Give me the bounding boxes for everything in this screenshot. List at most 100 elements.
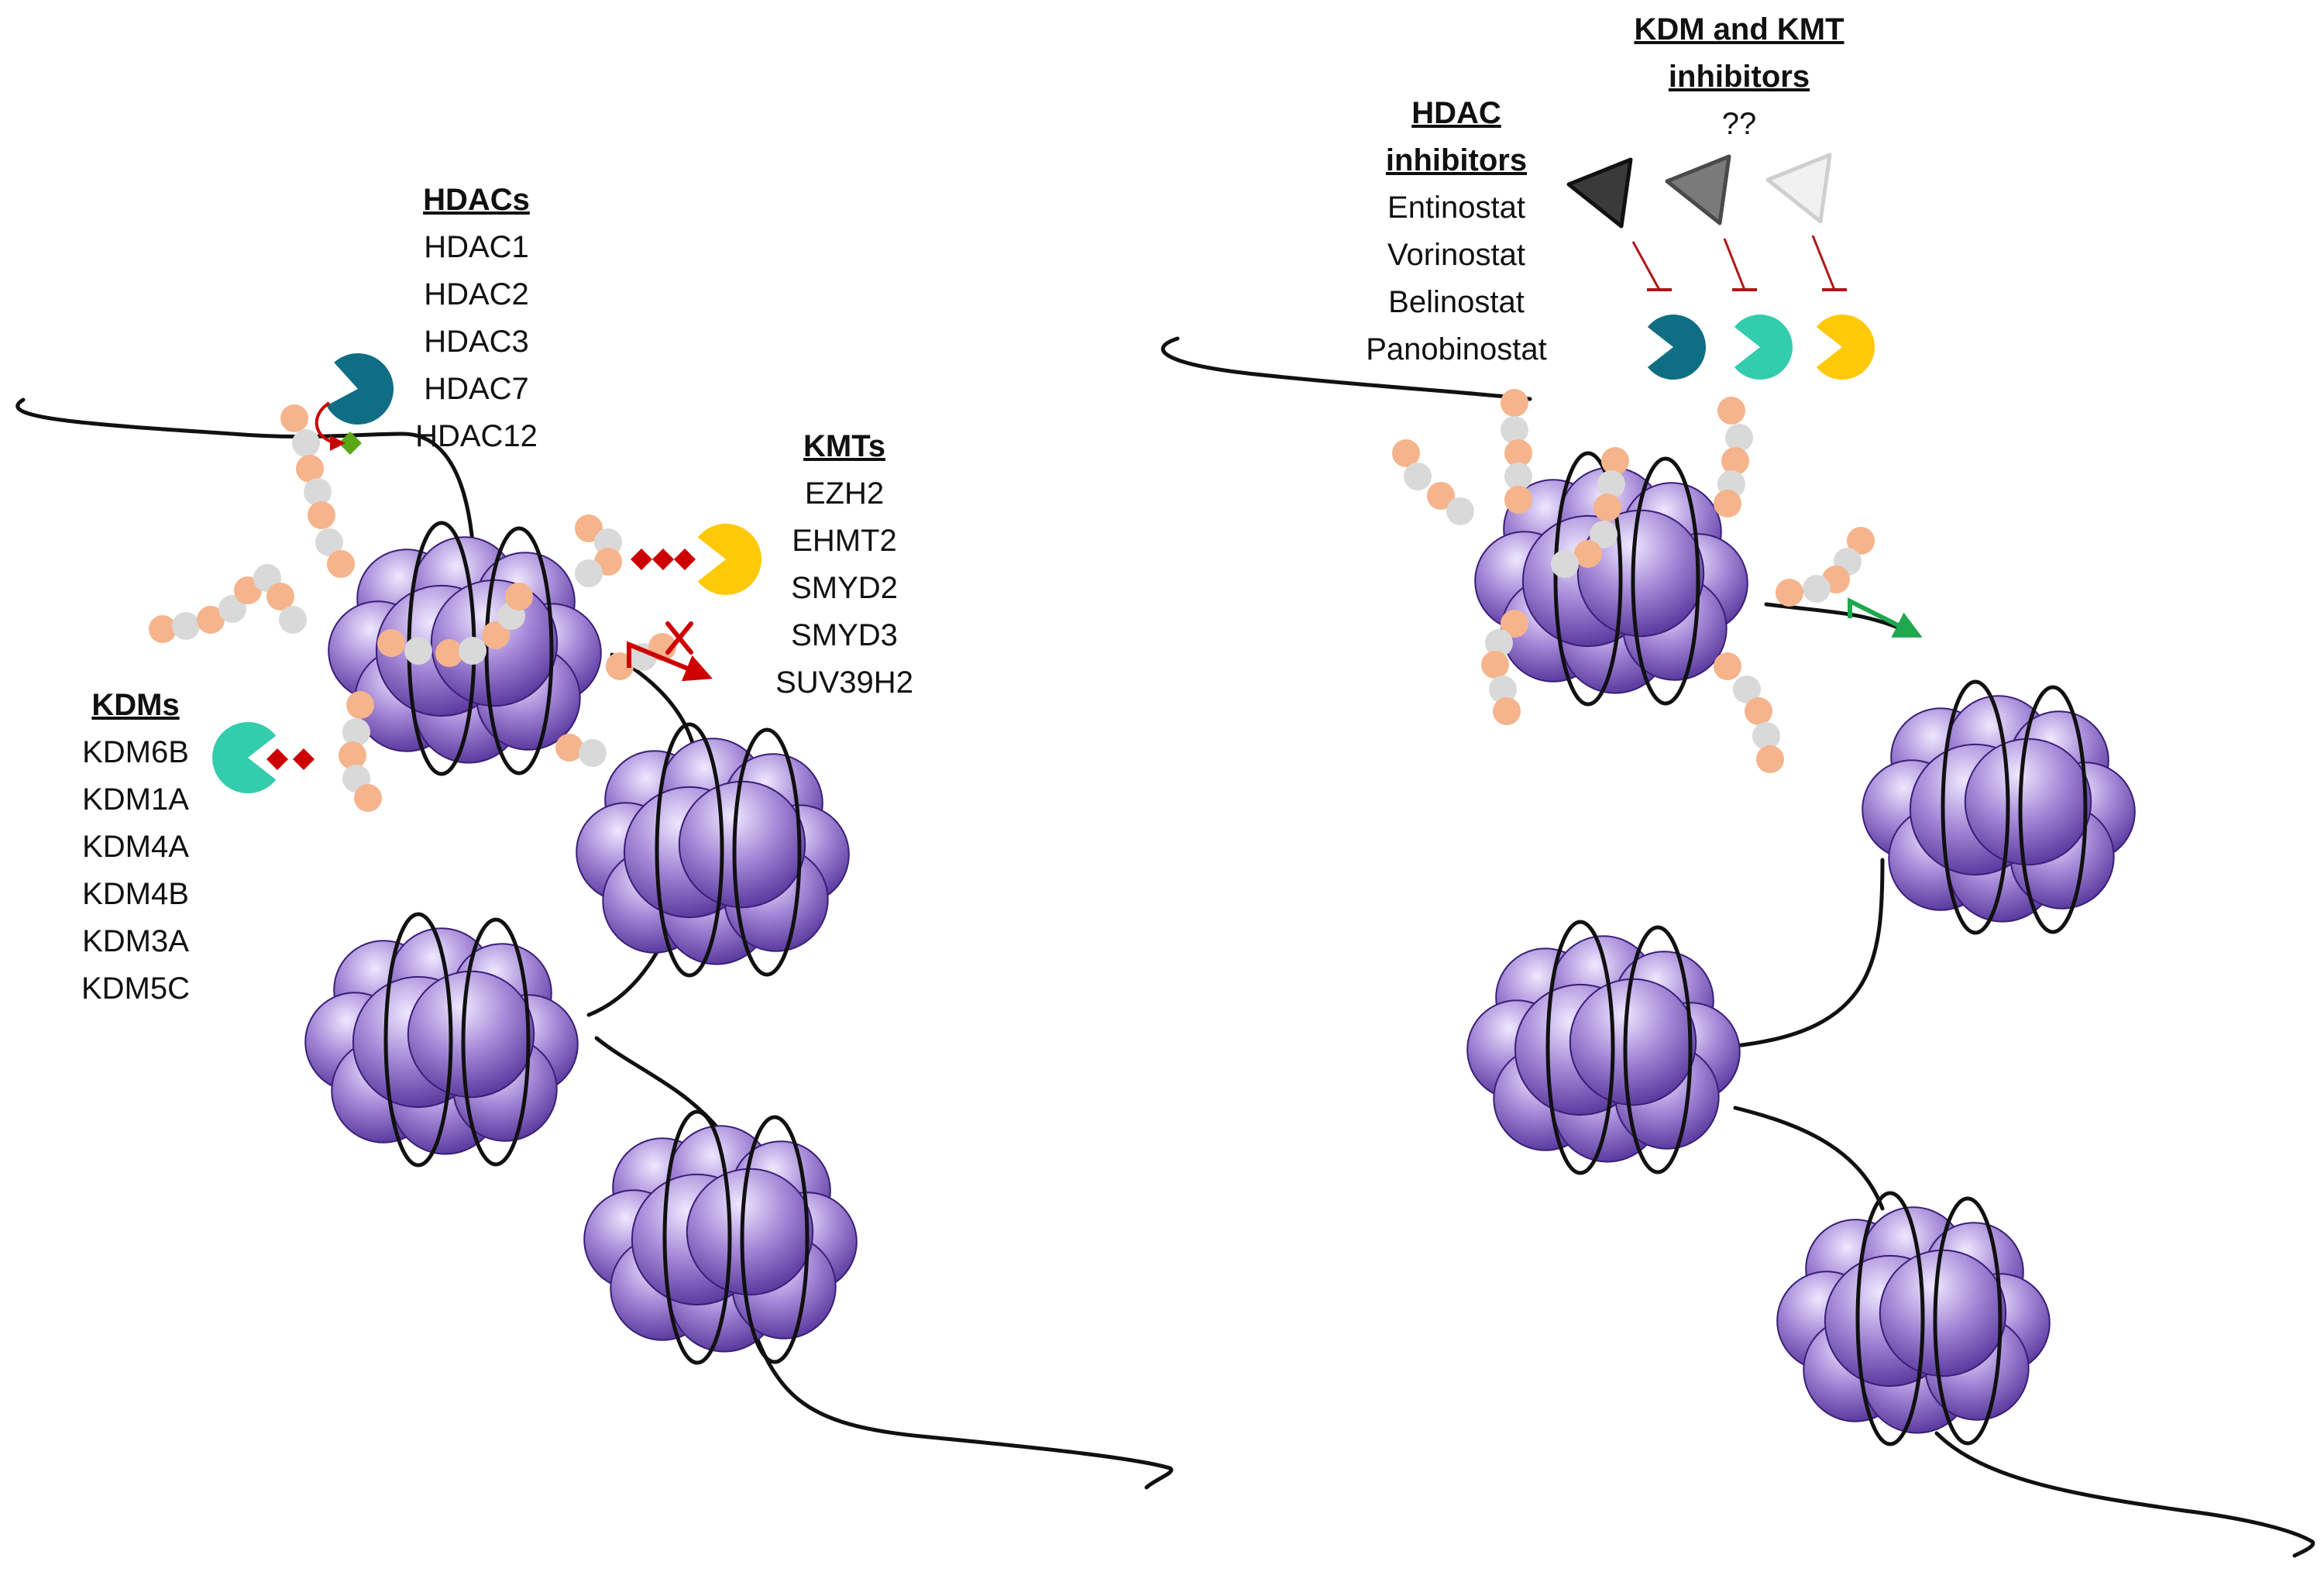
kmt-item: EZH2 [804,476,885,511]
histone-tail-bead [1504,463,1532,490]
hdac-item: HDAC2 [424,277,529,311]
histone-tail-bead [594,528,622,556]
transcription-blocked-arrow-icon [627,641,713,682]
dna-strand [594,1036,723,1133]
histone-tail-bead [1593,494,1621,521]
histone-tail-bead [1501,416,1528,444]
kmts-label-group: KMTs EZH2 EHMT2 SMYD2 SMYD3 SUV39H2 [751,423,937,707]
hdac-item: HDAC1 [424,230,529,264]
kdms-title: KDMs [91,688,180,722]
histone-sphere [1879,1249,2007,1377]
histone-tail-bead [1847,527,1875,555]
kmt-item: EHMT2 [792,524,897,558]
histone-tail-bead [1714,490,1741,518]
kdm-item: KDM5C [81,972,191,1006]
dna-wrap [662,1109,810,1365]
dna-wrap-loop [1553,451,1623,707]
dna-strand [1733,1106,1885,1211]
histone-tail-bead [172,612,200,640]
hdac-item: HDAC12 [415,419,538,453]
kmt-enzyme-icon [697,524,761,596]
histone-tail-bead [218,595,246,623]
histone-tail-bead [1427,482,1455,510]
histone-tail-bead [579,739,607,767]
histone-tail-bead [339,741,366,769]
methyl-mark-icon [293,748,315,770]
hdac-enzyme-icon [1647,315,1706,380]
dna-wrap [383,912,531,1168]
histone-tail-bead [575,559,603,587]
hdac-enzyme-icon [326,353,394,425]
dna-strand [1934,1431,2315,1558]
histone-sphere [686,1168,814,1296]
kmt-enzyme-icon [1816,315,1875,380]
nucleosome [1862,695,2136,923]
dna-wrap-loop [461,917,531,1167]
methyl-mark-icon [652,549,674,570]
kdm-kmt-inhibitors-unknown: ?? [1721,107,1757,141]
kdm-kmt-inhibitors-label-group: KDM and KMT inhibitors ?? [1596,6,1882,148]
blocked-x-icon [665,621,693,655]
dna-wrap-loop [1623,925,1693,1174]
dna-strand [15,397,476,638]
dna-wrap-loop [1933,1196,2003,1446]
histone-tail-bead [404,637,432,665]
histone-tail-bead [1601,447,1629,475]
histone-tail-bead [346,691,374,719]
histone-tail-bead [1551,550,1579,578]
dna-wrap-loop [740,1115,810,1364]
transcription-active-arrow-icon [1848,597,1923,638]
histone-tail-bead [1590,521,1618,549]
dna-wrap [1545,920,1693,1175]
hdac-inhibitors-title: HDAC [1411,96,1501,130]
hdac-inhibitor-item: Entinostat [1387,191,1525,225]
kmt-item: SUV39H2 [775,665,913,700]
histone-tail-bead [354,784,382,812]
histone-tail-bead [1752,722,1780,750]
histone-tail-bead [1776,579,1803,607]
hdacs-title: HDACs [423,183,530,217]
hdac-item: HDAC7 [424,372,529,406]
histone-tail-bead [1489,676,1517,703]
histone-tail-bead [308,501,335,529]
histone-tail-bead [1803,575,1831,603]
dna-wrap-loop [732,727,802,977]
histone-tail-bead [1501,610,1528,638]
histone-tail-bead [279,606,307,634]
dna-wrap-loop [1941,679,2010,935]
histone-tail-bead [1721,447,1749,475]
dna-strand [1764,602,1900,630]
kdm-kmt-inhibitors-title-line2: inhibitors [1668,60,1810,94]
kdm-item: KDM1A [82,782,189,817]
kdm-item: KDM6B [82,735,189,769]
histone-tail-bead [315,528,343,556]
histone-tail-bead [197,606,225,634]
histone-tail-bead [327,550,355,578]
dna-wrap-loop [383,912,453,1168]
histone-tail-bead [1504,486,1532,514]
dna-wrap-loop [662,1109,732,1365]
histone-tail-bead [1597,470,1625,498]
histone-tail-bead [1404,463,1432,490]
kmts-title: KMTs [803,429,885,463]
histone-sphere [407,970,535,1099]
kdm-enzyme-icon [212,722,277,794]
hdacs-label-group: HDACs HDAC1 HDAC2 HDAC3 HDAC7 HDAC12 [387,177,566,460]
dark-triangle-icon [1566,157,1633,229]
histone-tail-bead [1501,389,1528,417]
histone-tail-bead [292,429,320,457]
histone-tail-bead [482,621,510,649]
histone-tail-bead [266,583,294,610]
histone-tail-bead [505,583,533,610]
histone-sphere [1964,738,2092,866]
kdm-item: KDM4A [82,830,189,864]
histone-tail-bead [435,639,463,667]
kdms-label-group: KDMs KDM6B KDM1A KDM4A KDM4B KDM3A KDM5C [54,682,217,1013]
inhibition-bar-icon [1723,238,1746,291]
histone-tail-bead [1714,652,1741,680]
histone-tail-bead [1504,439,1532,467]
histone-sphere [678,780,806,909]
hdac-inhibitors-label-group: HDAC inhibitors Entinostat Vorinostat Be… [1340,90,1573,373]
dna-wrap-loop [1631,456,1700,706]
